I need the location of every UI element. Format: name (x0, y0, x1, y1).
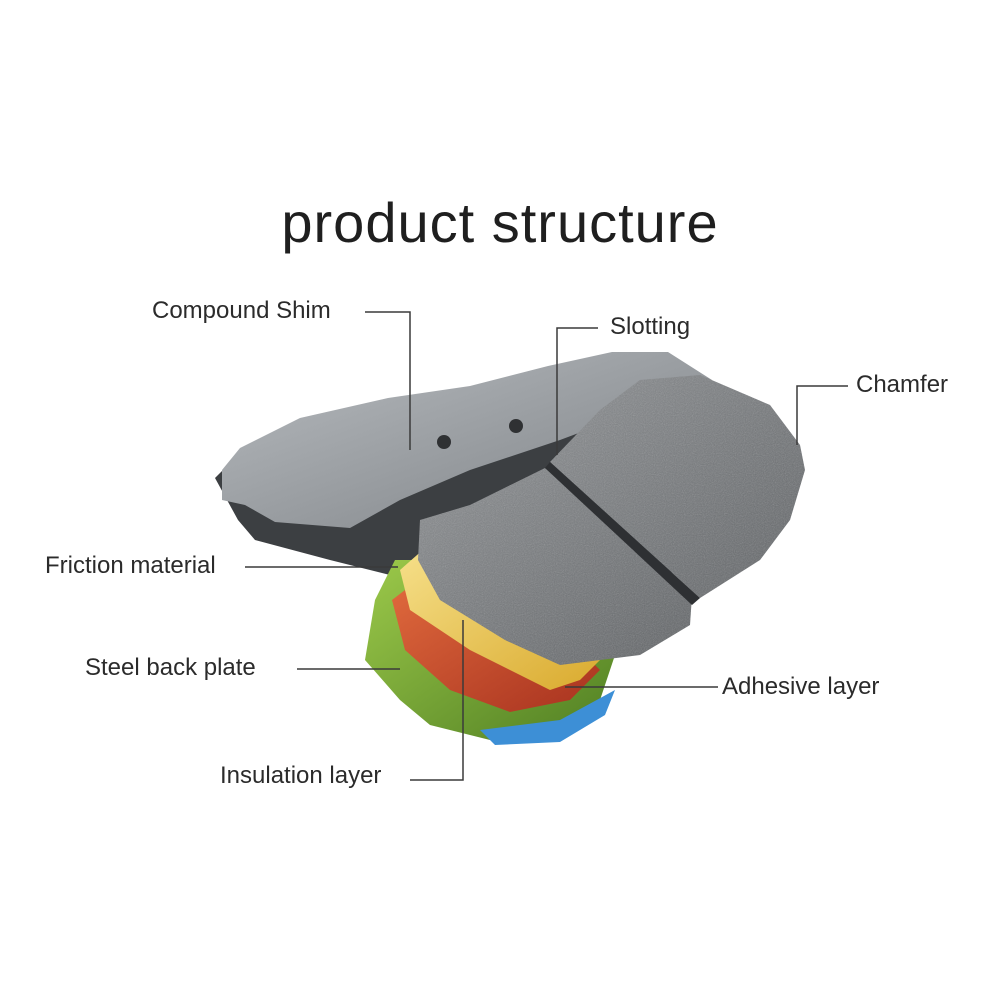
label-compound-shim: Compound Shim (152, 297, 331, 324)
blue-underlayer (480, 690, 615, 745)
shim-rivet-right (509, 419, 523, 433)
label-adhesive-layer: Adhesive layer (722, 673, 880, 700)
leader-insulation-layer (410, 620, 464, 781)
label-friction-material: Friction material (45, 552, 216, 579)
label-slotting: Slotting (610, 313, 691, 340)
leader-lines (245, 311, 848, 781)
page-title: product structure (281, 191, 719, 254)
shim-rivet-left (437, 435, 451, 449)
label-steel-back-plate: Steel back plate (85, 654, 256, 681)
compound-shim (222, 352, 712, 528)
slot-groove (545, 462, 700, 605)
leader-compound-shim (365, 311, 411, 450)
label-insulation-layer: Insulation layer (220, 762, 382, 789)
leader-chamfer (796, 385, 848, 445)
label-chamfer: Chamfer (856, 371, 949, 398)
friction-block-right-texture (550, 375, 805, 598)
leader-slotting (556, 327, 598, 455)
friction-block-left-texture (418, 468, 692, 665)
